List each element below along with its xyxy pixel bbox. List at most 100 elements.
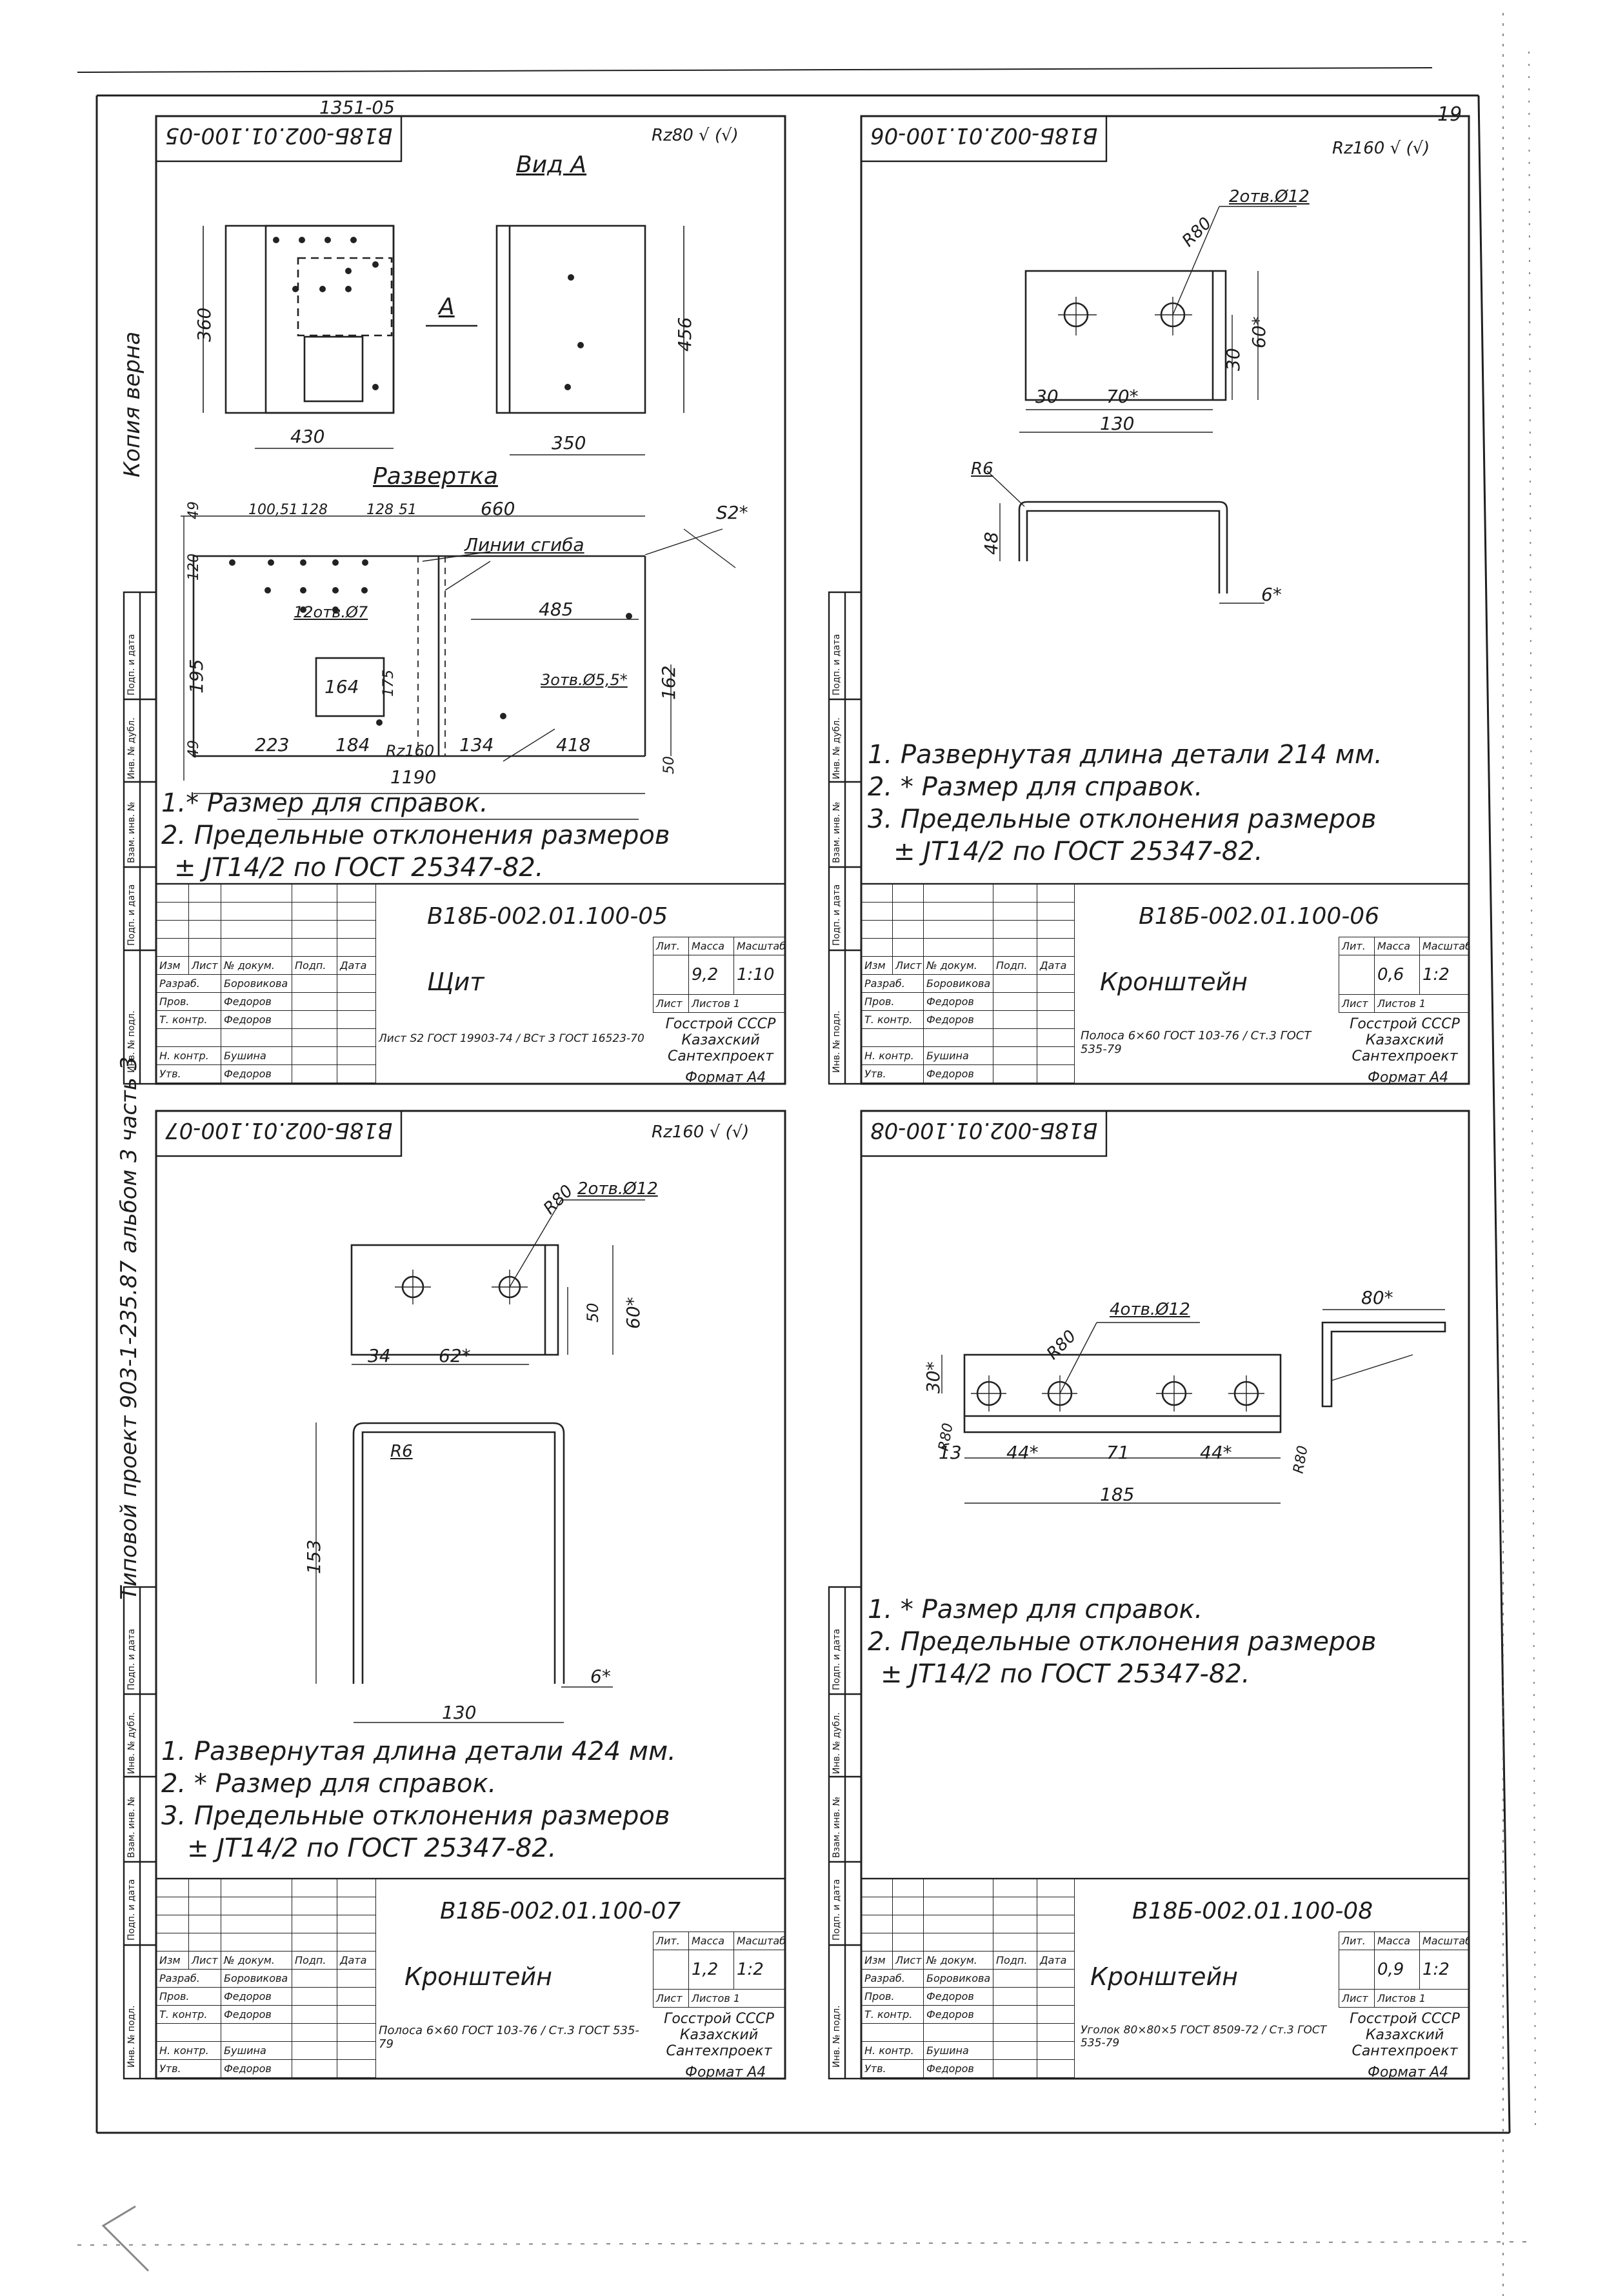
hdr-sign: Подп. [993, 956, 1037, 975]
hdr-sheets: Листов [692, 997, 730, 1010]
roughness-mark: Rz160 √ (√) [1332, 139, 1430, 158]
material: Полоса 6×60 ГОСТ 103-76 / Ст.3 ГОСТ 535-… [1081, 1029, 1312, 1056]
dim-label: R6 [971, 459, 993, 479]
side-label: Инв. № подл. [126, 1010, 137, 1073]
dim-label: 120 [186, 554, 202, 581]
corner-code: В18Б-002.01.100-05 [156, 123, 401, 148]
hdr-izm: Изм [156, 956, 189, 975]
holes-label: 2отв.Ø12 [1229, 187, 1310, 206]
hdr-sheet: Лист [653, 994, 689, 1013]
hdr-sign: Подп. [993, 1951, 1037, 1970]
side-label: Инв. № подл. [832, 1010, 842, 1073]
roughness-value: Rz80 [652, 126, 693, 145]
top-stamp-number: 1351-05 [319, 97, 395, 118]
part-name: Кронштейн [1090, 1962, 1239, 1991]
note-line: 2. * Размер для справок. [161, 1769, 497, 1799]
person-nkontr: Бушина [923, 1046, 993, 1065]
hdr-sheet: Лист [653, 1989, 689, 2008]
dim-label: 418 [556, 734, 591, 755]
note-line: 3. Предельные отклонения размеров [868, 804, 1377, 834]
person-razrab: Боровикова [923, 1969, 993, 1988]
copy-note: Копия верна [119, 331, 145, 477]
role-utv: Утв. [861, 2059, 924, 2078]
drawing-notes: 1. * Размер для справок. 2. Предельные о… [868, 1593, 1376, 1690]
dim-label: 49 [186, 501, 202, 519]
mass-value: 1,2 [688, 1950, 734, 1990]
holes-label: 3отв.Ø5,5* [541, 671, 628, 689]
corner-code-text: В18Б-002.01.100-05 [165, 123, 393, 148]
hdr-lit: Лит. [1339, 1932, 1375, 1950]
side-label: Инв. № дубл. [126, 1712, 137, 1774]
role-tkontr: Т. контр. [156, 2005, 221, 2024]
dim-label: 48 [981, 532, 1002, 555]
note-line: 1. * Размер для справок. [868, 1595, 1203, 1624]
corner-code: В18Б-002.01.100-07 [156, 1117, 401, 1143]
person-prov: Федоров [221, 992, 292, 1011]
dim-label: 164 [324, 676, 359, 697]
person-prov: Федоров [923, 1987, 993, 2006]
mass-value: 0,9 [1374, 1950, 1420, 1990]
person-utv: Федоров [221, 2059, 292, 2078]
sheet-format: Формат А4 [1368, 2064, 1449, 2081]
corner-code-text: В18Б-002.01.100-08 [870, 1117, 1098, 1143]
bend-lines-label: Линии сгиба [464, 534, 584, 555]
dim-label: 185 [1100, 1484, 1135, 1505]
note-line: 2. Предельные отклонения размеров [161, 821, 670, 850]
side-label: Инв. № дубл. [126, 717, 137, 779]
material: Лист S2 ГОСТ 19903-74 / ВСт 3 ГОСТ 16523… [379, 1032, 644, 1045]
role-razrab: Разраб. [861, 974, 924, 993]
person-utv: Федоров [923, 2059, 993, 2078]
hdr-lit: Лит. [1339, 937, 1375, 955]
dim-label: 456 [674, 317, 695, 352]
hdr-lit: Лит. [653, 937, 689, 955]
dim-label: 184 [335, 734, 370, 755]
person-utv: Федоров [923, 1064, 993, 1083]
part-name: Щит [427, 968, 484, 996]
sheet-format: Формат А4 [685, 1070, 766, 1086]
dim-label: 1190 [390, 766, 437, 788]
role-razrab: Разраб. [861, 1969, 924, 1988]
dim-label: 130 [1100, 413, 1135, 434]
dim-label: 62* [439, 1345, 471, 1366]
dim-label: 44* [1200, 1442, 1232, 1463]
holes-label: 4отв.Ø12 [1110, 1300, 1190, 1319]
sheets-total: 1 [1419, 1992, 1426, 2004]
dim-label: 195 [186, 659, 207, 694]
note-line: 1. Развернутая длина детали 424 мм. [161, 1737, 676, 1766]
designation: В18Б-002.01.100-06 [1139, 903, 1380, 930]
dim-label: 430 [290, 426, 325, 447]
side-label: Подп. и дата [832, 884, 842, 946]
hdr-list: Лист [892, 1951, 924, 1970]
side-label: Взам. инв. № [832, 1796, 842, 1858]
dim-label: 70* [1106, 386, 1139, 407]
dim-label: 6* [1261, 584, 1282, 605]
dim-label: 60* [623, 1297, 644, 1329]
dim-label: S2* [716, 502, 748, 523]
unfold-label: Развертка [373, 463, 498, 490]
hdr-izm: Изм [861, 1951, 893, 1970]
dim-label: 100,51 [248, 502, 298, 518]
hdr-date: Дата [337, 1951, 376, 1970]
side-label: Инв. № дубл. [832, 717, 842, 779]
side-label: Взам. инв. № [126, 801, 137, 863]
dim-label: 134 [459, 734, 494, 755]
organization: Госстрой СССР Казахский Сантехпроект [1350, 1016, 1460, 1064]
hdr-lit: Лит. [653, 1932, 689, 1950]
part-name: Кронштейн [1100, 968, 1248, 996]
organization: Госстрой СССР Казахский Сантехпроект [665, 1016, 776, 1064]
role-utv: Утв. [156, 1064, 221, 1083]
side-label: Подп. и дата [832, 1628, 842, 1690]
hdr-mass: Масса [1374, 937, 1420, 955]
dim-label: 660 [481, 498, 515, 519]
hdr-date: Дата [1037, 956, 1075, 975]
dim-label: 51 [399, 502, 417, 518]
dim-label: 80* [1361, 1287, 1393, 1308]
role-nkontr: Н. контр. [861, 1046, 924, 1065]
corner-code-text: В18Б-002.01.100-07 [165, 1117, 393, 1143]
dim-label: 50 [661, 756, 677, 774]
corner-code: В18Б-002.01.100-08 [861, 1117, 1106, 1143]
